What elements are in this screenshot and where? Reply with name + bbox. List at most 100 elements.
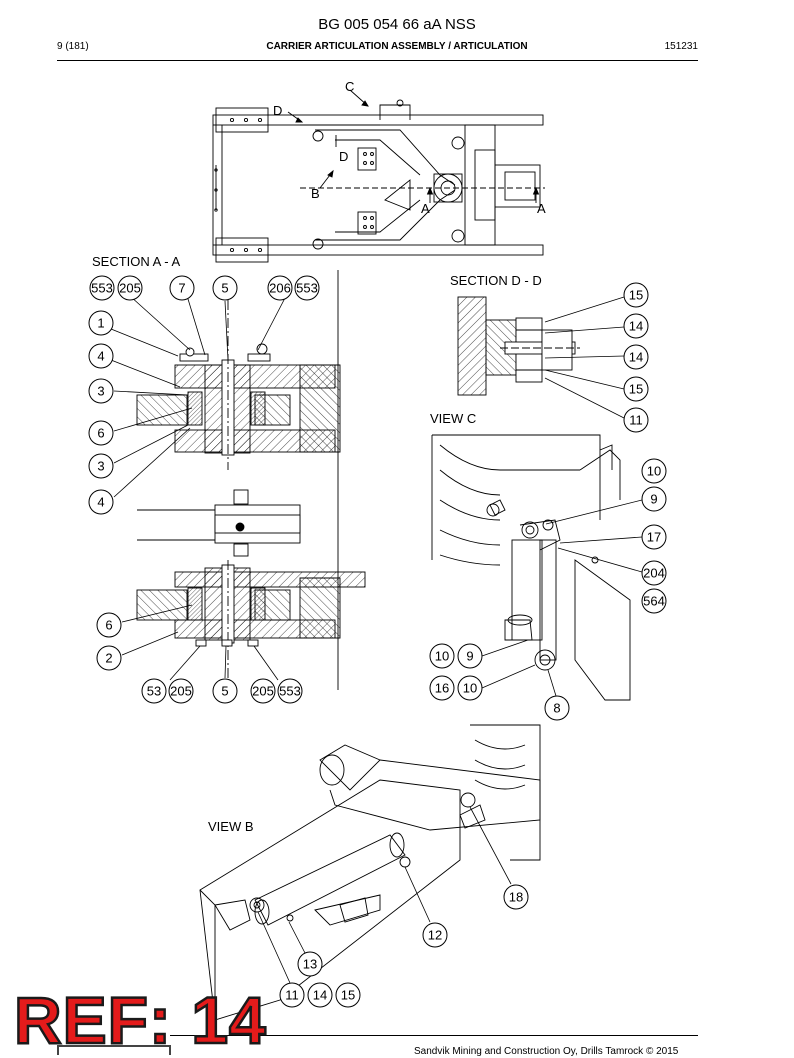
svg-text:16: 16 [435,681,449,696]
svg-text:205: 205 [119,281,141,296]
callout-7: 7 [169,275,195,301]
page-number: 9 (181) [57,41,89,52]
callout-204: 204 [641,560,667,586]
page-title: CARRIER ARTICULATION ASSEMBLY / ARTICULA… [266,41,528,52]
callout-11-vb: 11 [279,982,305,1008]
callout-564: 564 [641,588,667,614]
svg-text:564: 564 [643,594,665,609]
svg-text:6: 6 [105,618,112,633]
marker-a-left: A [421,201,430,216]
svg-text:11: 11 [629,413,643,428]
callout-6-lower: 6 [96,612,122,638]
callout-10-vc-mid: 10 [429,643,455,669]
callout-5-top: 5 [212,275,238,301]
svg-text:2: 2 [105,651,112,666]
svg-text:7: 7 [178,281,185,296]
marker-a-right: A [537,201,546,216]
callout-205-top: 205 [117,275,143,301]
view-b-title: VIEW B [208,819,254,834]
callout-553-top: 553 [89,275,115,301]
svg-text:6: 6 [97,426,104,441]
svg-text:10: 10 [463,681,477,696]
callout-14-vb: 14 [307,982,333,1008]
callout-553-bottom: 553 [277,678,303,704]
svg-text:12: 12 [428,928,442,943]
callout-9-vc-mid: 9 [457,643,483,669]
svg-text:3: 3 [97,384,104,399]
view-c-title: VIEW C [430,411,476,426]
section-dd-title: SECTION D - D [450,273,542,288]
callout-3-upper: 3 [88,378,114,404]
view-b-drawing [199,724,541,1021]
callout-10-vc-top: 10 [641,458,667,484]
svg-text:553: 553 [279,684,301,699]
document-number: BG 005 054 66 aA NSS [318,16,476,33]
section-aa-leaders [110,295,286,681]
svg-text:18: 18 [509,890,523,905]
section-aa-title: SECTION A - A [92,254,180,269]
svg-text:3: 3 [97,459,104,474]
svg-text:10: 10 [647,464,661,479]
section-aa-drawing [136,270,366,690]
view-arrows [287,89,540,203]
callout-15-lower: 15 [623,376,649,402]
view-b-leaders [257,806,512,984]
svg-text:4: 4 [97,495,104,510]
marker-c: C [345,79,354,94]
marker-b: B [311,186,320,201]
svg-text:9: 9 [650,492,657,507]
callout-11-dd: 11 [623,407,649,433]
svg-text:1: 1 [97,316,104,331]
callout-5-bottom: 5 [212,678,238,704]
callout-15-upper: 15 [623,282,649,308]
svg-text:10: 10 [435,649,449,664]
svg-text:205: 205 [170,684,192,699]
callout-15-vb: 15 [335,982,361,1008]
svg-text:553: 553 [91,281,113,296]
callout-18: 18 [503,884,529,910]
svg-text:13: 13 [303,957,317,972]
section-dd-leaders [544,296,625,419]
section-dd-drawing [457,296,580,396]
view-c-leaders [481,499,643,697]
callout-2: 2 [96,645,122,671]
svg-text:14: 14 [629,319,643,334]
callout-8: 8 [544,695,570,721]
svg-text:5: 5 [221,281,228,296]
svg-text:8: 8 [553,701,560,716]
callout-10-vc-bottom: 10 [457,675,483,701]
svg-text:4: 4 [97,349,104,364]
callout-14-upper: 14 [623,313,649,339]
callout-16: 16 [429,675,455,701]
svg-text:553: 553 [296,281,318,296]
callout-53-bottom: 53 [141,678,167,704]
svg-text:15: 15 [629,288,643,303]
marker-d-top: D [273,103,282,118]
svg-text:204: 204 [643,566,665,581]
footer-rule [170,1035,698,1036]
callout-206-top: 206 [267,275,293,301]
callout-1: 1 [88,310,114,336]
svg-text:5: 5 [221,684,228,699]
svg-text:14: 14 [313,988,327,1003]
callout-14-lower: 14 [623,344,649,370]
callout-3-lower: 3 [88,453,114,479]
svg-text:14: 14 [629,350,643,365]
marker-d-bottom: D [339,149,348,164]
revision-date: 151231 [664,41,698,52]
svg-text:205: 205 [252,684,274,699]
callout-4-lower: 4 [88,489,114,515]
svg-text:206: 206 [269,281,291,296]
callout-17: 17 [641,524,667,550]
svg-text:15: 15 [629,382,643,397]
svg-text:9: 9 [466,649,473,664]
copyright-notice: Sandvik Mining and Construction Oy, Dril… [414,1046,679,1057]
callout-bubbles: 553 205 7 5 206 553 1 4 3 6 3 4 6 2 53 2… [88,275,667,1008]
callout-12: 12 [422,922,448,948]
callout-205-bottom2: 205 [250,678,276,704]
sandvik-logo [57,1045,171,1055]
header-rule [57,60,698,61]
callout-553-top2: 553 [294,275,320,301]
top-overview-drawing [212,99,545,263]
